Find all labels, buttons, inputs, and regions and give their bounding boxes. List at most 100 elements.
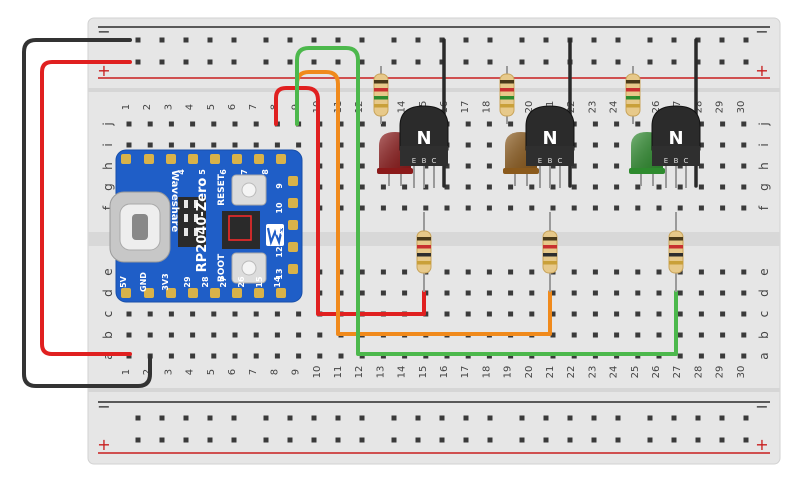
- breadboard-hole: [168, 332, 174, 338]
- column-number: 28: [693, 101, 704, 114]
- breadboard-hole: [741, 184, 747, 190]
- mcu-pin-label: 4: [177, 169, 186, 175]
- breadboard-hole: [190, 353, 196, 359]
- mcu-pin-label: 13: [275, 268, 284, 279]
- breadboard-hole: [253, 142, 259, 148]
- rail-minus-label: −: [755, 397, 768, 416]
- rail-hole: [463, 37, 469, 43]
- breadboard-hole: [508, 311, 514, 317]
- breadboard-hole: [741, 121, 747, 127]
- rail-hole: [591, 415, 597, 421]
- breadboard-hole: [677, 290, 683, 296]
- breadboard-hole: [592, 311, 598, 317]
- breadboard-hole: [550, 184, 556, 190]
- breadboard-hole: [338, 269, 344, 275]
- column-number: 25: [630, 366, 641, 379]
- rail-hole: [287, 37, 293, 43]
- breadboard-hole: [614, 205, 620, 211]
- breadboard-hole: [720, 142, 726, 148]
- rail-hole: [415, 59, 421, 65]
- rail-hole: [207, 59, 213, 65]
- breadboard-hole: [614, 290, 620, 296]
- breadboard-hole: [465, 269, 471, 275]
- rail-plus-label: +: [97, 435, 110, 454]
- breadboard-hole: [550, 290, 556, 296]
- row-letter: d: [757, 289, 771, 297]
- base-resistor: [668, 212, 684, 292]
- breadboard-hole: [232, 121, 238, 127]
- breadboard-hole: [741, 163, 747, 169]
- breadboard-hole: [253, 121, 259, 127]
- breadboard-hole: [465, 163, 471, 169]
- rail-hole: [231, 59, 237, 65]
- breadboard-hole: [359, 290, 365, 296]
- breadboard-hole: [592, 332, 598, 338]
- column-number: 24: [609, 366, 620, 379]
- rail-hole: [311, 59, 317, 65]
- column-number: 3: [163, 369, 174, 375]
- mcu-pin-label: GND: [139, 272, 148, 292]
- breadboard-hole: [614, 311, 620, 317]
- rail-plus-label: +: [97, 61, 110, 80]
- breadboard-hole: [444, 205, 450, 211]
- column-number: 27: [672, 366, 683, 379]
- rail-hole: [335, 59, 341, 65]
- mcu-pin-label: 6: [219, 169, 228, 175]
- top-rail-divider: [88, 88, 780, 92]
- rail-hole: [487, 59, 493, 65]
- breadboard-hole: [614, 332, 620, 338]
- column-number: 23: [587, 101, 598, 114]
- breadboard-hole: [211, 332, 217, 338]
- breadboard-hole: [698, 163, 704, 169]
- column-number: 20: [524, 366, 535, 379]
- column-number: 30: [736, 366, 747, 379]
- breadboard-hole: [296, 142, 302, 148]
- breadboard-hole: [720, 353, 726, 359]
- mcu-pin-label: 14: [273, 276, 282, 288]
- row-letter: f: [757, 205, 771, 210]
- column-number: 11: [333, 366, 344, 379]
- breadboard-hole: [444, 184, 450, 190]
- rail-hole: [671, 37, 677, 43]
- mcu-pin-label: 29: [183, 276, 192, 288]
- transistor-pin-label: E: [412, 157, 416, 165]
- breadboard-hole: [402, 290, 408, 296]
- mcu-pin-label: 10: [275, 202, 284, 214]
- rail-hole: [159, 37, 165, 43]
- column-number: 26: [651, 366, 662, 379]
- transistor-pin-label: C: [432, 157, 437, 165]
- rail-hole: [183, 437, 189, 443]
- breadboard-hole: [211, 121, 217, 127]
- column-number: 6: [227, 104, 238, 110]
- column-number: 21: [545, 366, 556, 379]
- rail-hole: [463, 59, 469, 65]
- mcu-model-label: RP2040-Zero: [195, 178, 210, 273]
- rail-hole: [415, 437, 421, 443]
- breadboard-hole: [614, 163, 620, 169]
- rail-hole: [487, 37, 493, 43]
- breadboard-hole: [677, 184, 683, 190]
- breadboard-hole: [698, 205, 704, 211]
- row-letter: i: [101, 143, 115, 146]
- breadboard-hole: [338, 163, 344, 169]
- base-resistor: [542, 212, 558, 292]
- column-number: 4: [185, 369, 196, 375]
- rail-hole: [719, 415, 725, 421]
- breadboard-hole: [359, 121, 365, 127]
- rail-hole: [543, 59, 549, 65]
- rail-minus-label: −: [755, 22, 768, 41]
- transistor-label: N: [668, 128, 683, 149]
- breadboard-hole: [741, 290, 747, 296]
- breadboard-hole: [635, 290, 641, 296]
- breadboard-hole: [698, 121, 704, 127]
- breadboard-hole: [698, 353, 704, 359]
- breadboard-hole: [444, 269, 450, 275]
- breadboard-hole: [380, 290, 386, 296]
- rail-hole: [311, 37, 317, 43]
- mcu-pin-label: 15: [255, 276, 264, 288]
- breadboard-hole: [741, 311, 747, 317]
- breadboard-hole: [635, 205, 641, 211]
- breadboard-hole: [614, 142, 620, 148]
- rail-hole: [135, 59, 141, 65]
- rail-hole: [463, 415, 469, 421]
